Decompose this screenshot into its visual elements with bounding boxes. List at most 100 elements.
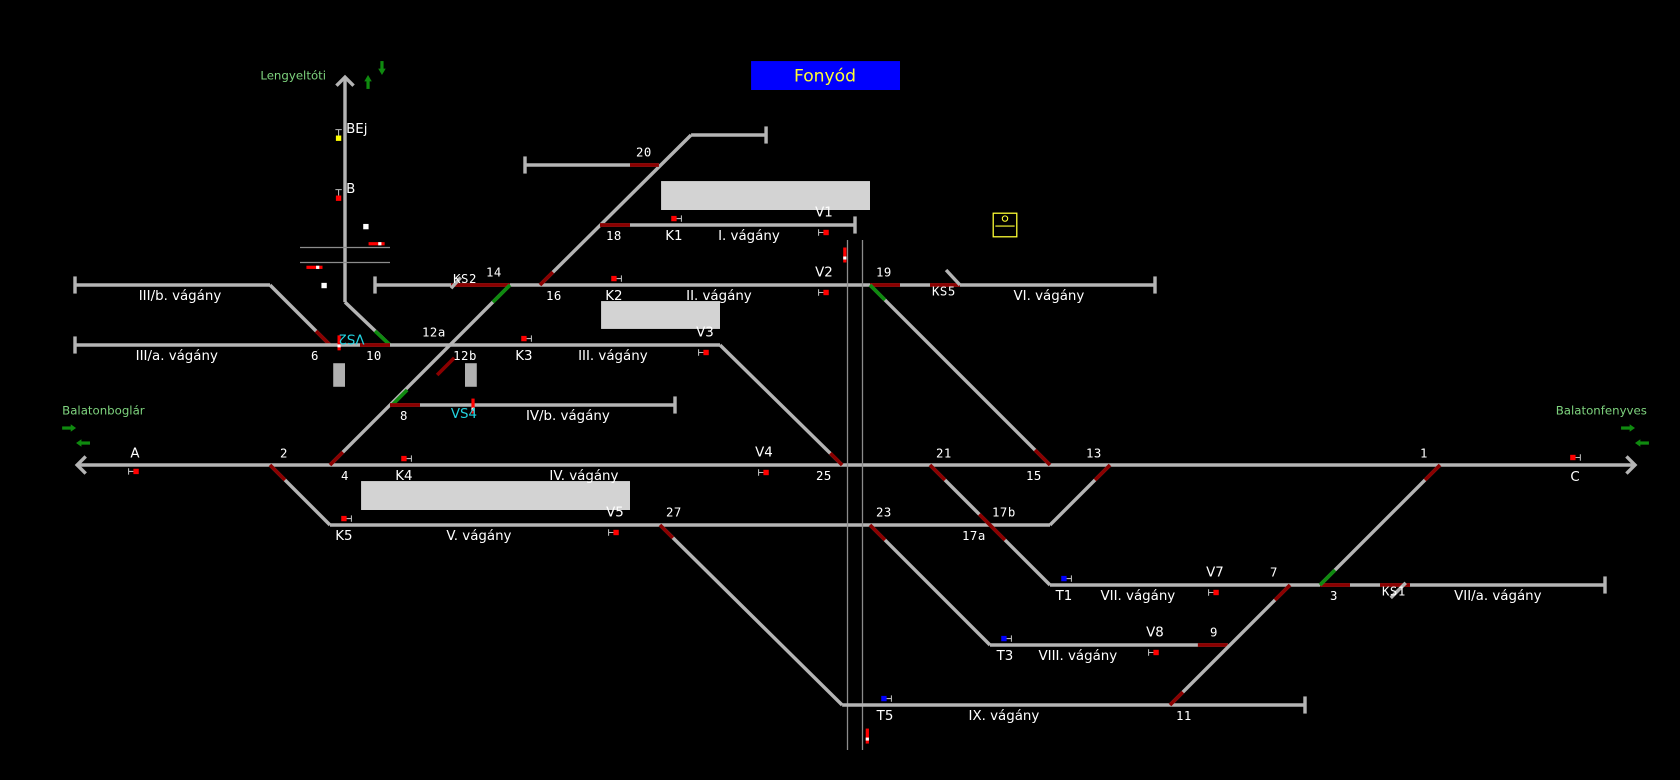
track-label-2: II. vágány: [686, 288, 752, 304]
switch-label-17a: 17a: [962, 529, 986, 543]
switch-label-6: 6: [311, 349, 319, 363]
signal-label-K4: K4: [395, 469, 412, 484]
signal-T5[interactable]: [881, 695, 892, 702]
switch-17-occupied: [977, 512, 1007, 542]
switch-label-21: 21: [936, 447, 952, 461]
switch-label-20: 20: [636, 145, 652, 159]
track-label-7: VII. vágány: [1100, 588, 1175, 604]
switch-label-4: 4: [341, 469, 349, 483]
crossover-3-1[interactable]: [1318, 463, 1442, 587]
signal-A[interactable]: [128, 468, 139, 475]
north-in-arrow-icon[interactable]: [378, 61, 386, 75]
signal-V4[interactable]: [758, 469, 769, 476]
track-label-7a: VII/a. vágány: [1454, 588, 1542, 604]
switch-label-3: 3: [1330, 589, 1338, 603]
switch-label-1: 1: [1420, 447, 1428, 461]
signal-V1[interactable]: [818, 229, 829, 236]
north-out-arrow-icon[interactable]: [364, 75, 372, 89]
crossover-4-14[interactable]: [328, 283, 512, 467]
switch-label-17b: 17b: [992, 505, 1016, 519]
track-3-connector[interactable]: [718, 343, 844, 467]
signal-C[interactable]: [1570, 454, 1581, 461]
signal-V8[interactable]: [1148, 649, 1159, 656]
signal-label-V3: V3: [696, 325, 714, 340]
signal-VS2[interactable]: [337, 335, 341, 351]
signal-K2[interactable]: [611, 275, 622, 282]
signal-BEj[interactable]: [335, 129, 342, 141]
track-layout: [73, 74, 1638, 750]
switch-label-7: 7: [1270, 565, 1278, 579]
east-in-arrow-icon[interactable]: [1635, 439, 1649, 447]
switch-25-occupied: [829, 451, 844, 467]
station-title-text: Fonyód: [794, 66, 856, 86]
switch-23-occupied: [868, 523, 887, 542]
west-in-arrow-icon[interactable]: [76, 439, 90, 447]
track-label-8: VIII. vágány: [1039, 648, 1118, 664]
east-end-arrow-icon[interactable]: [1625, 455, 1638, 475]
track-label-1: I. vágány: [718, 228, 780, 244]
level-crossing-icon[interactable]: [992, 212, 1018, 238]
direction-label-north: Lengyeltóti: [260, 68, 326, 82]
west-out-arrow-icon[interactable]: [62, 424, 77, 432]
signal-label-T3: T3: [996, 649, 1014, 664]
signal-K3[interactable]: [521, 335, 532, 342]
shunt-lamp-2[interactable]: [321, 282, 327, 289]
switch-label-23: 23: [876, 505, 892, 519]
switch-27-occupied: [658, 523, 675, 540]
signal-label-T1: T1: [1055, 589, 1073, 604]
west-end-arrow-icon[interactable]: [74, 455, 87, 475]
crossover-11-7[interactable]: [1168, 583, 1292, 707]
derail-ks2: [449, 276, 462, 290]
switch-label-10: 10: [366, 349, 382, 363]
switch-label-15: 15: [1026, 469, 1042, 483]
signal-label-KS2: KS2: [453, 272, 477, 286]
signal-K4[interactable]: [401, 455, 412, 462]
signal-T3[interactable]: [1001, 635, 1012, 642]
crossover-16-20[interactable]: [538, 133, 693, 287]
crossing-bar-1[interactable]: [368, 242, 385, 246]
switch-19-route: [868, 283, 887, 302]
shunt-lamp-1[interactable]: [363, 223, 369, 230]
signal-label-V8: V8: [1146, 625, 1164, 640]
crossover-19-15[interactable]: [868, 283, 1052, 467]
direction-label-west: Balatonboglár: [62, 404, 145, 418]
signal-label-B: B: [346, 182, 355, 197]
signal-label-K5: K5: [335, 529, 352, 544]
switch-7-occupied: [1273, 583, 1292, 602]
switch-14-route: [491, 283, 512, 304]
signal-K5[interactable]: [341, 515, 352, 522]
east-out-arrow-icon[interactable]: [1621, 424, 1635, 432]
direction-label-east: Balatonfenyves: [1556, 404, 1647, 418]
crossover-27-9[interactable]: [658, 523, 844, 707]
track-label-3a: III/a. vágány: [136, 348, 218, 364]
switch-label-12a: 12a: [422, 325, 446, 339]
signal-V5[interactable]: [608, 529, 619, 536]
signal-label-VS4: VS4: [451, 407, 477, 422]
block-marker-12b: [465, 363, 477, 387]
station-title-box: [751, 61, 900, 90]
track-label-4: IV. vágány: [549, 468, 618, 484]
switch-label-27: 27: [666, 505, 682, 519]
switch-label-12b: 12b: [453, 349, 477, 363]
signal-label-KS1: KS1: [1382, 585, 1406, 599]
signal-label-V7: V7: [1206, 565, 1224, 580]
barrier-marker-top[interactable]: [843, 247, 847, 263]
platform-3: [361, 481, 630, 510]
signal-V3[interactable]: [698, 349, 709, 356]
signal-label-V5: V5: [606, 505, 624, 520]
north-end-arrow-icon[interactable]: [335, 74, 355, 87]
signals-layer: [128, 129, 1581, 744]
track-label-6: VI. vágány: [1014, 288, 1085, 304]
crossing-bar-2[interactable]: [306, 265, 323, 269]
signal-V7[interactable]: [1208, 589, 1219, 596]
signal-V2[interactable]: [818, 289, 829, 296]
signal-VS4[interactable]: [471, 398, 475, 414]
signal-T1[interactable]: [1061, 575, 1072, 582]
crossover-23-8[interactable]: [868, 523, 992, 647]
signal-K1[interactable]: [671, 215, 682, 222]
signal-label-K1: K1: [665, 229, 682, 244]
barrier-marker-bottom[interactable]: [865, 728, 869, 744]
switch-label-13: 13: [1086, 447, 1102, 461]
signal-B[interactable]: [335, 189, 342, 201]
